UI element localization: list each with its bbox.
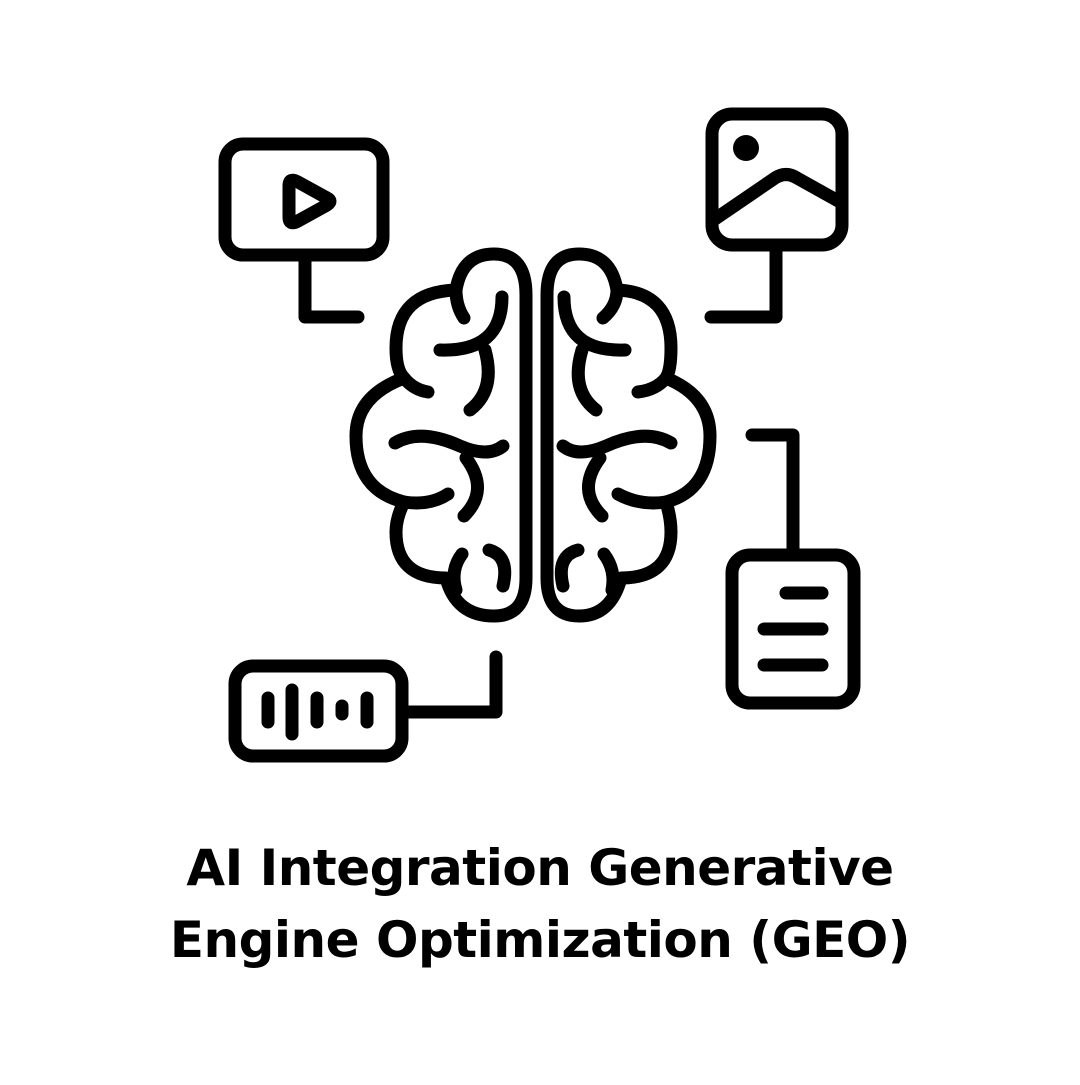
document-icon xyxy=(725,428,861,710)
audio-waveform-icon xyxy=(228,650,503,763)
brain-icon xyxy=(349,247,717,623)
connector-line xyxy=(745,428,800,562)
connector-line xyxy=(395,650,503,719)
title-line-1: AI Integration Generative xyxy=(186,839,894,897)
connector-line xyxy=(298,248,365,324)
image-icon xyxy=(704,107,849,324)
video-play-icon xyxy=(218,137,390,324)
title-line-2: Engine Optimization (GEO) xyxy=(169,911,911,969)
connector-line xyxy=(704,238,783,324)
page-title: AI Integration Generative Engine Optimiz… xyxy=(0,832,1080,976)
